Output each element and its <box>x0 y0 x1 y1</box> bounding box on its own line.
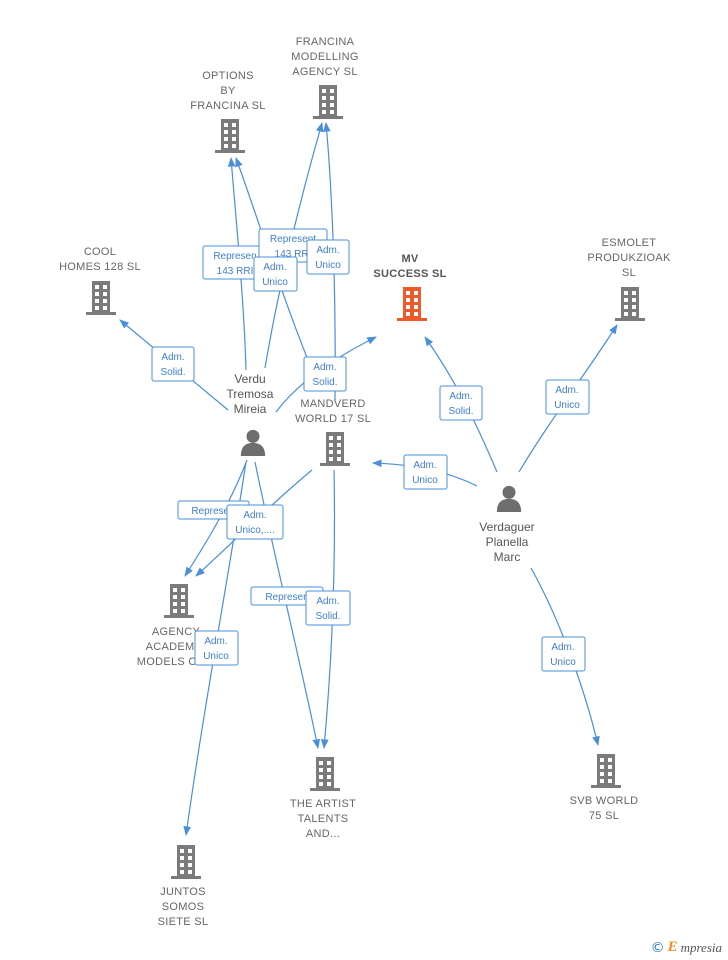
role-badge[interactable]: Adm.Unico,.... <box>226 504 284 540</box>
copyright-icon: © <box>650 939 665 956</box>
building-icon <box>86 281 116 315</box>
svg-text:Adm.Unico: Adm.Unico <box>262 262 288 288</box>
svg-text:Adm.Solid.: Adm.Solid. <box>448 391 473 417</box>
svg-text:Adm.Unico: Adm.Unico <box>550 642 576 668</box>
svg-text:Adm.Unico: Adm.Unico <box>554 385 580 411</box>
role-badge[interactable]: Adm.Solid. <box>303 356 347 392</box>
role-badge[interactable]: Adm.Unico <box>253 256 298 292</box>
edge-verdu-artist-repr <box>254 461 321 749</box>
role-badge[interactable]: Adm.Unico <box>541 636 586 672</box>
role-badge[interactable]: Adm.Unico <box>306 239 350 275</box>
svg-text:Adm.Solid.: Adm.Solid. <box>160 352 185 378</box>
role-badge[interactable]: Adm.Solid. <box>439 385 483 421</box>
building-icon <box>310 757 340 791</box>
edges <box>119 122 618 836</box>
svg-text:Adm.Unico: Adm.Unico <box>203 636 229 662</box>
role-badge[interactable]: Adm.Unico <box>403 454 448 490</box>
building-icon <box>313 85 343 119</box>
building-icon <box>171 845 201 879</box>
building-icon <box>615 287 645 321</box>
brand-name: mpresia <box>680 939 722 955</box>
building-icon <box>215 119 245 153</box>
svg-text:Adm.Unico: Adm.Unico <box>412 460 438 486</box>
svg-text:Adm.Unico: Adm.Unico <box>315 245 341 271</box>
building-icon <box>164 584 194 618</box>
svg-text:Represen: Represen <box>265 592 308 603</box>
role-badge[interactable]: Adm.Unico <box>545 379 590 415</box>
svg-text:Adm.Solid.: Adm.Solid. <box>315 596 340 622</box>
svg-text:Adm.Unico,....: Adm.Unico,.... <box>235 510 274 536</box>
svg-text:Adm.Solid.: Adm.Solid. <box>312 362 337 388</box>
brand-initial: E <box>667 939 678 955</box>
building-icon <box>397 287 427 321</box>
person-icon <box>240 429 266 456</box>
svg-text:Represen: Represen <box>191 506 234 517</box>
role-badge[interactable]: Adm.Unico <box>194 630 239 666</box>
building-icon <box>320 432 350 466</box>
role-badge[interactable]: Adm.Solid. <box>305 590 351 626</box>
person-icon <box>496 485 522 512</box>
role-badge[interactable]: Adm.Solid. <box>151 346 195 382</box>
building-icon <box>591 754 621 788</box>
